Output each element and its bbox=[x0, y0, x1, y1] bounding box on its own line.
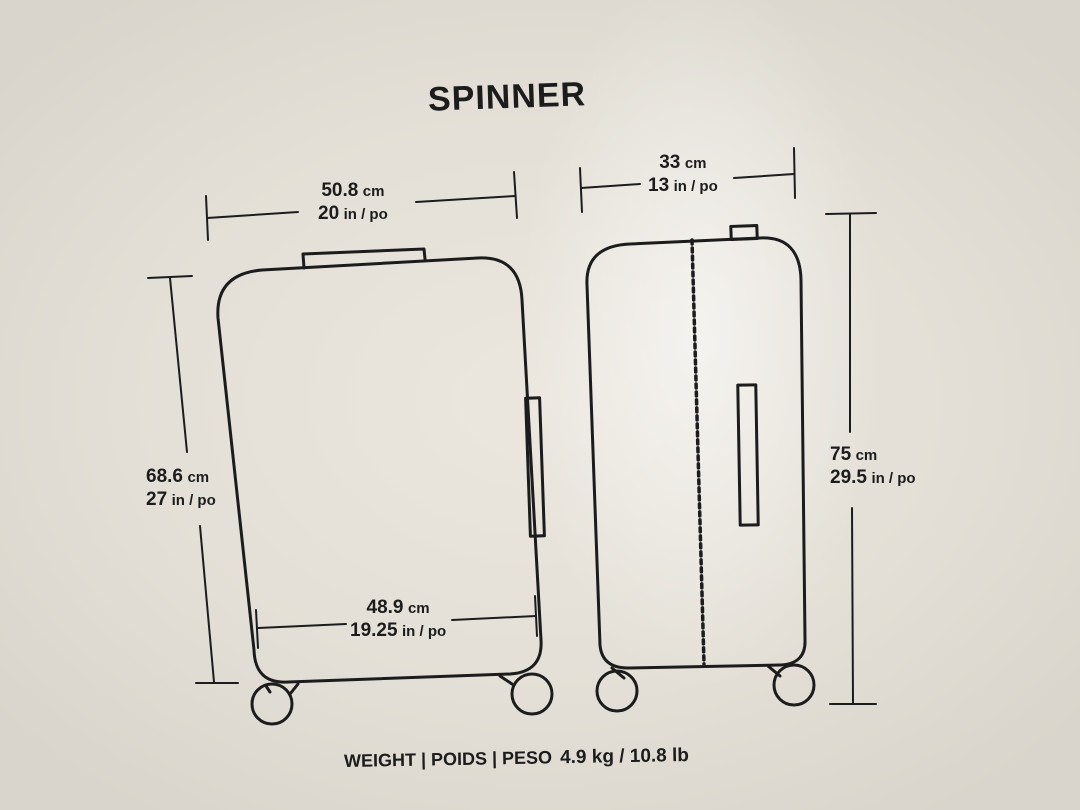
side-height-metric-unit: cm bbox=[855, 447, 878, 464]
side-height-metric: 75 bbox=[830, 444, 852, 465]
side-left-wheel-mount bbox=[610, 666, 626, 680]
side-height-imperial: 29.5 bbox=[830, 466, 867, 488]
front-base-width-imperial-unit: in / po bbox=[402, 622, 447, 640]
side-depth-metric-unit: cm bbox=[684, 155, 707, 172]
front-left-wheel-mount bbox=[264, 684, 272, 694]
front-height-metric-unit: cm bbox=[187, 469, 210, 486]
front-suitcase-body bbox=[216, 256, 543, 684]
front-base-width-imperial: 19.25 bbox=[350, 619, 398, 641]
side-top-handle bbox=[729, 224, 759, 241]
front-width-imperial-unit: in / po bbox=[343, 205, 388, 223]
front-top-handle bbox=[301, 247, 427, 270]
side-depth-imperial-unit: in / po bbox=[673, 177, 718, 195]
front-left-wheel-mount-2 bbox=[288, 682, 300, 696]
side-handle bbox=[736, 383, 760, 527]
side-suitcase-body bbox=[585, 236, 807, 670]
front-width-metric-unit: cm bbox=[362, 183, 385, 200]
front-height-label: 68.6 cm 27 in / po bbox=[146, 466, 216, 512]
front-left-wheel bbox=[250, 682, 294, 726]
diagram-title: SPINNER bbox=[427, 75, 587, 119]
side-height-imperial-unit: in / po bbox=[871, 469, 916, 487]
side-zipper bbox=[690, 238, 706, 666]
side-left-wheel bbox=[595, 669, 639, 713]
front-right-wheel-mount bbox=[498, 674, 514, 686]
front-base-width-label: 48.9 cm 19.25 in / po bbox=[350, 597, 446, 643]
front-base-width-metric: 48.9 bbox=[366, 597, 404, 618]
front-height-imperial: 27 bbox=[146, 488, 168, 510]
front-side-handle bbox=[524, 396, 546, 538]
front-width-label: 50.8 cm 20 in / po bbox=[318, 180, 388, 226]
side-depth-imperial: 13 bbox=[648, 174, 670, 196]
front-base-width-metric-unit: cm bbox=[407, 600, 430, 617]
front-width-imperial: 20 bbox=[318, 202, 340, 224]
front-height-imperial-unit: in / po bbox=[171, 491, 216, 509]
side-right-wheel bbox=[772, 663, 816, 707]
side-depth-label: 33 cm 13 in / po bbox=[648, 152, 718, 198]
side-depth-metric: 33 bbox=[659, 152, 681, 173]
front-width-metric: 50.8 bbox=[321, 180, 359, 201]
front-height-metric: 68.6 bbox=[146, 466, 183, 487]
weight-label: WEIGHT | POIDS | PESO bbox=[343, 747, 553, 772]
weight-value: 4.9 kg / 10.8 lb bbox=[559, 744, 690, 769]
front-right-wheel bbox=[510, 672, 554, 716]
side-height-label: 75 cm 29.5 in / po bbox=[830, 444, 916, 490]
